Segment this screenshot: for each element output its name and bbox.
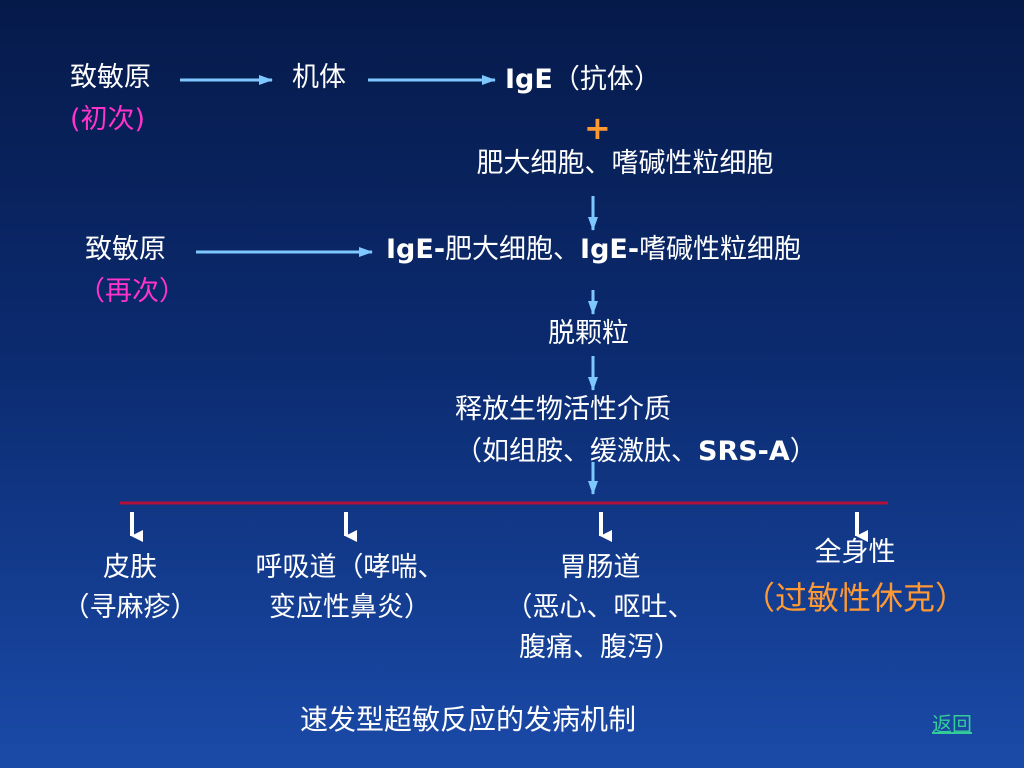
back-link[interactable]: 返回	[932, 712, 972, 736]
ige-prefix-2: IgE-	[580, 234, 640, 265]
release-mediators-line1: 释放生物活性介质	[455, 394, 671, 425]
gi-title: 胃肠道	[559, 552, 641, 583]
airway-line2: 变应性鼻炎）	[269, 592, 431, 623]
gi-line3: 腹痛、腹泻）	[519, 632, 681, 663]
mediators-close: ）	[789, 436, 817, 467]
systemic-title: 全身性	[814, 537, 896, 568]
release-mediators-line2: （如组胺、缓激肽、SRS-A）	[455, 436, 817, 468]
allergen-first-note: (初次)	[70, 104, 146, 135]
slide-caption: 速发型超敏反应的发病机制	[300, 703, 637, 736]
skin-detail: （寻麻疹）	[62, 592, 198, 623]
complex-mast: 肥大细胞、	[445, 234, 581, 265]
ige-antibody: IgE（抗体）	[505, 64, 661, 96]
complex-basophil: 嗜碱性粒细胞	[639, 234, 802, 265]
ige-label: IgE	[505, 64, 553, 95]
allergen-first-label: 致敏原	[70, 62, 151, 93]
degranulation-label: 脱颗粒	[548, 318, 629, 349]
skin-title: 皮肤	[103, 552, 157, 583]
allergen-second-label: 致敏原	[85, 234, 166, 265]
ige-antibody-note: （抗体）	[552, 64, 661, 95]
gi-line2: （恶心、呕吐、	[505, 592, 695, 623]
anaphylactic-shock: （过敏性休克）	[742, 579, 968, 617]
mast-basophil-cells: 肥大细胞、嗜碱性粒细胞	[476, 148, 774, 179]
srs-a-label: SRS-A	[698, 436, 790, 467]
ige-cell-complex: IgE-肥大细胞、IgE-嗜碱性粒细胞	[386, 234, 801, 266]
mediators-list: （如组胺、缓激肽、	[455, 436, 698, 467]
plus-sign: +	[584, 109, 611, 147]
airway-line1: 呼吸道（哮喘、	[255, 552, 445, 583]
ige-prefix-1: IgE-	[386, 234, 446, 265]
body-label: 机体	[292, 62, 346, 93]
allergen-second-note: （再次）	[78, 276, 186, 307]
